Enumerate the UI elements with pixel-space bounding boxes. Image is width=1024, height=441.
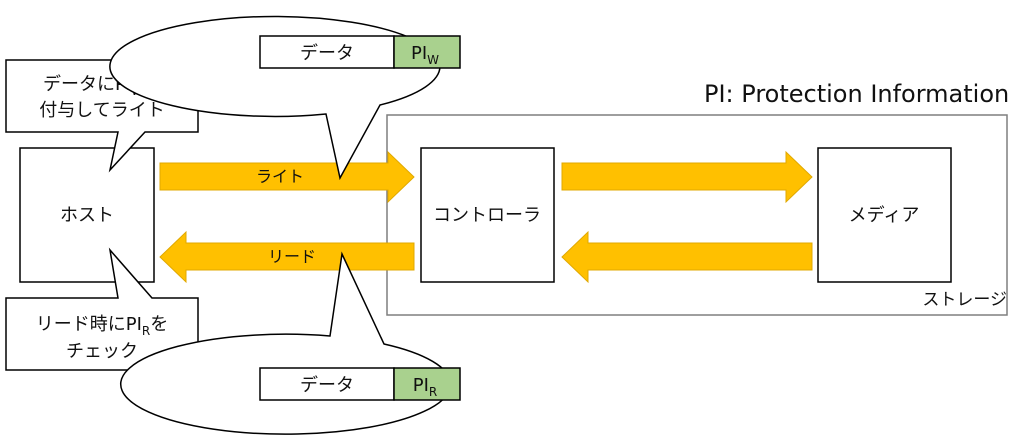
read-note-line1: リード時にPIRを xyxy=(36,314,169,338)
read-arrow-media-to-controller xyxy=(561,230,813,284)
read-packet-pi-cell xyxy=(393,367,461,401)
write-arrow-label: ライト xyxy=(256,167,304,186)
pi-definition-note: PI: Protection Information xyxy=(704,80,1009,108)
write-packet-pi-cell xyxy=(393,35,461,69)
host-box xyxy=(19,147,155,283)
write-packet-data-cell xyxy=(259,35,395,69)
controller-label: コントローラ xyxy=(433,205,541,226)
write-arrow-controller-to-media xyxy=(561,150,813,204)
storage-label: ストレージ xyxy=(922,290,1007,310)
read-arrow-label: リード xyxy=(268,247,316,266)
read-note-callout xyxy=(5,247,199,371)
media-label: メディア xyxy=(849,205,920,226)
write-packet-data-label: データ xyxy=(300,43,354,64)
read-packet-pi-label: PIR xyxy=(413,375,438,399)
read-arrow-controller-to-host xyxy=(159,230,415,284)
write-arrow-host-to-controller xyxy=(159,150,415,204)
read-packet-data-cell xyxy=(259,367,395,401)
host-label: ホスト xyxy=(60,205,114,226)
read-note-line2: チェック xyxy=(66,341,138,362)
write-packet-pi-label: PIW xyxy=(411,43,439,67)
write-note-line2: 付与してライト xyxy=(39,100,164,121)
media-box xyxy=(817,147,952,283)
read-packet-data-label: データ xyxy=(300,375,354,396)
controller-box xyxy=(420,147,555,283)
